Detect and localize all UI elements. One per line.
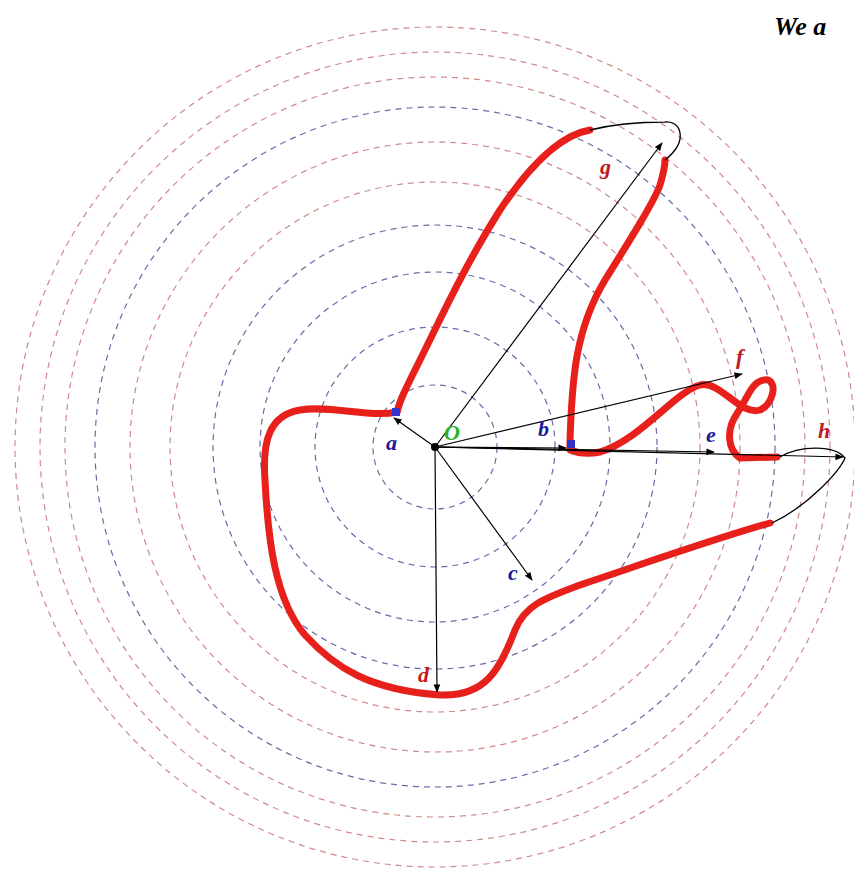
vector-label: a [386, 432, 397, 454]
vector-label: h [818, 420, 830, 442]
title-text: We a [774, 14, 826, 40]
vector-label: f [736, 346, 743, 368]
vector-label: e [706, 424, 716, 446]
origin-label: O [444, 422, 460, 444]
vector-label: d [418, 664, 429, 686]
vector-label: c [508, 562, 518, 584]
vector-label: b [538, 418, 549, 440]
vector-label: g [600, 156, 611, 178]
